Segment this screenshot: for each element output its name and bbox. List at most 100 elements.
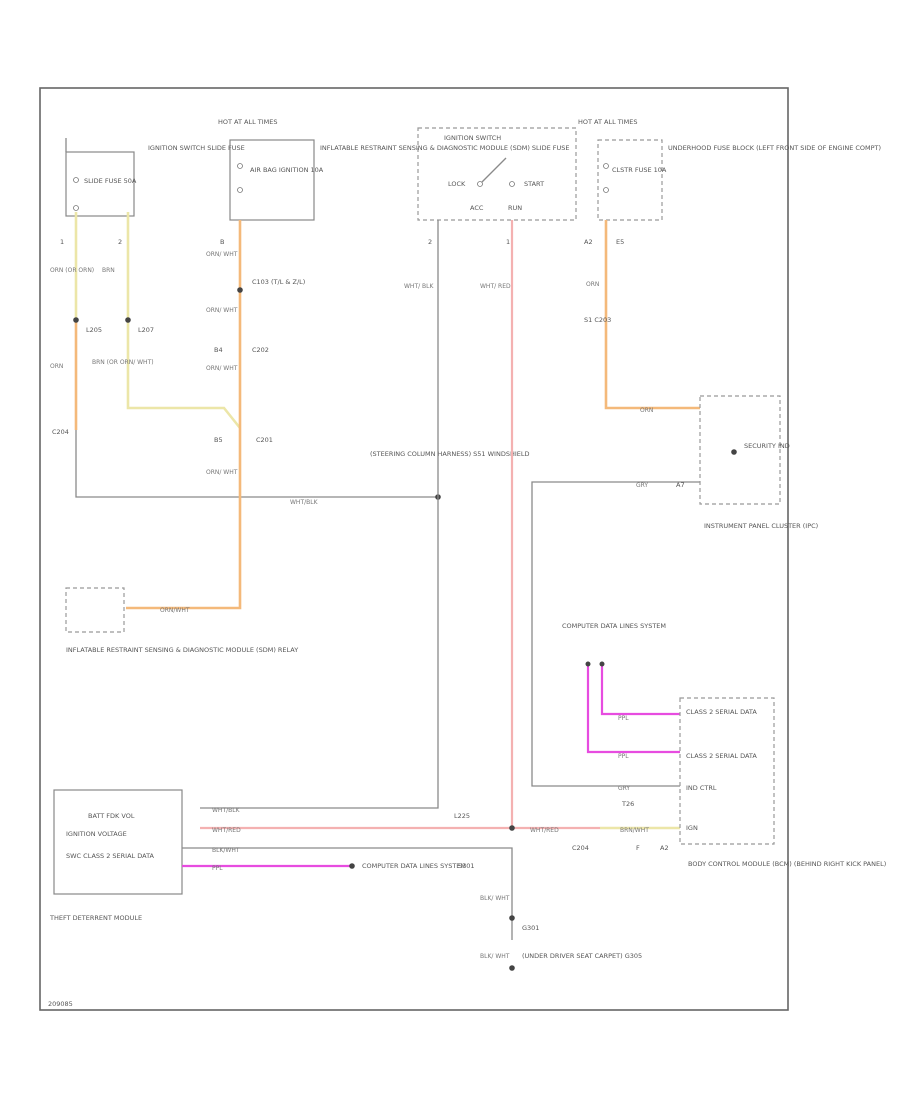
pin-number: 2 <box>428 238 432 246</box>
pin-number: T26 <box>621 800 634 808</box>
lock-label: LOCK <box>448 180 466 188</box>
switch-pin <box>509 181 515 187</box>
sdm-relay-label: INFLATABLE RESTRAINT SENSING & DIAGNOSTI… <box>66 646 298 654</box>
wire-ppl-1 <box>600 664 680 716</box>
bcm-ind-ctrl: IND CTRL <box>686 784 717 792</box>
start-label: START <box>524 180 544 188</box>
switch-pin <box>477 181 483 187</box>
slide-fuse-box <box>65 151 135 217</box>
ignition-switch-fuse-label: IGNITION SWITCH SLIDE FUSE <box>148 144 245 152</box>
switch-contact <box>481 157 507 183</box>
ipc-security-label: SECURITY IND <box>744 442 790 450</box>
wire-color-label: PPL <box>212 865 223 872</box>
class2-serial-data: SWC CLASS 2 SERIAL DATA <box>66 852 155 860</box>
splice-ign <box>509 825 515 831</box>
wire-orn-ipc <box>604 220 700 410</box>
connector-label: C103 (T/L & Z/L) <box>252 278 305 286</box>
pin-number: B5 <box>214 436 223 444</box>
hot-at-all-times-label-2: HOT AT ALL TIMES <box>578 118 638 126</box>
computer-data-lines-bottom: COMPUTER DATA LINES SYSTEM <box>362 862 466 870</box>
pin-number: 1 <box>60 238 64 246</box>
wire-color-label: BLK/ WHT <box>480 953 510 960</box>
theft-deterrent-module-label: THEFT DETERRENT MODULE <box>49 914 142 922</box>
batt-fdk-vol: BATT FDK VOL <box>88 812 135 820</box>
ignition-switch-box <box>417 127 577 221</box>
wire-wht-red <box>200 220 514 830</box>
pin-number: A2 <box>660 844 669 852</box>
wire-orn-wht <box>126 220 242 610</box>
computer-data-lines-label: COMPUTER DATA LINES SYSTEM <box>562 622 666 630</box>
data-line-node <box>585 661 591 667</box>
slide-fuse-label: SLIDE FUSE 50A <box>84 177 137 185</box>
pin-number: F <box>636 844 640 852</box>
wire-color-label: ORN/ WHT <box>206 307 238 314</box>
wire-color-label: BRN (OR ORN/ WHT) <box>92 359 154 366</box>
data-line-node <box>349 863 355 869</box>
data-line-node <box>599 661 605 667</box>
wire-color-label: ORN (OR ORN) <box>50 267 94 274</box>
connector-label: S1 C203 <box>584 316 611 324</box>
fuse-pin <box>237 163 243 169</box>
wire-wht-blk-center <box>200 220 439 809</box>
wire-color-label: WHT/ BLK <box>404 283 434 290</box>
theft-deterrent-module-box <box>53 789 183 895</box>
wire-color-label: ORN/ WHT <box>206 251 238 258</box>
bcm-ign: IGN <box>686 824 698 832</box>
acc-label: ACC <box>470 204 484 212</box>
connector-label: C204 <box>572 844 589 852</box>
ignition-voltage: IGNITION VOLTAGE <box>66 830 127 838</box>
connector-label: C204 <box>52 428 69 436</box>
steering-column-label: (STEERING COLUMN HARNESS) S51 WINDSHIELD <box>370 450 530 458</box>
ipc-label: INSTRUMENT PANEL CLUSTER (IPC) <box>704 522 818 530</box>
wire-color-label: ORN <box>50 363 63 370</box>
connector-label: C201 <box>256 436 273 444</box>
wire-color-label: GRY <box>636 482 648 489</box>
splice-l207 <box>125 317 131 323</box>
wire-ppl-2 <box>586 664 680 754</box>
connector-label: L205 <box>86 326 102 334</box>
bcm-class2-a: CLASS 2 SERIAL DATA <box>686 708 757 716</box>
hot-at-all-times-label: HOT AT ALL TIMES <box>218 118 278 126</box>
wire-color-label: ORN/WHT <box>160 607 190 614</box>
pin-number: B <box>220 238 224 246</box>
wire-color-label: WHT/BLK <box>212 807 241 814</box>
wire-color-label: ORN <box>640 407 653 414</box>
fuse-pin <box>603 163 609 169</box>
ground-g301: G301 <box>522 924 539 932</box>
wire-color-label: PPL <box>618 753 629 760</box>
pin-number: E5 <box>616 238 624 246</box>
ipc-box <box>699 395 781 505</box>
wire-color-label: WHT/BLK <box>290 499 319 506</box>
connector-label: L207 <box>138 326 154 334</box>
connector-label: C202 <box>252 346 269 354</box>
pin-number: A2 <box>584 238 593 246</box>
airbag-fuse-box <box>229 139 315 221</box>
wire-blk-wht-ground <box>182 847 513 940</box>
wire-color-label: ORN/ WHT <box>206 365 238 372</box>
wire-color-label: WHT/RED <box>212 827 241 834</box>
splice-l205 <box>73 317 79 323</box>
bcm-box <box>679 697 775 845</box>
bcm-label: BODY CONTROL MODULE (BCM) (BEHIND RIGHT … <box>688 860 886 868</box>
clstr-fuse-box <box>597 139 663 221</box>
bcm-class2-b: CLASS 2 SERIAL DATA <box>686 752 757 760</box>
splice-s30 <box>237 287 243 293</box>
security-indicator <box>731 449 737 455</box>
wire-brn <box>126 212 242 429</box>
connector-label: S301 <box>458 862 475 870</box>
wire-color-label: BRN/WHT <box>620 827 649 834</box>
fuse-pin <box>603 187 609 193</box>
wire-color-label: GRY <box>618 785 630 792</box>
wire-gry <box>531 481 700 787</box>
pin-number: 1 <box>506 238 510 246</box>
clstr-fuse-label: CLSTR FUSE 10A <box>612 166 667 174</box>
pin-number: 2 <box>118 238 122 246</box>
ground-desc: (UNDER DRIVER SEAT CARPET) G305 <box>522 952 642 960</box>
airbag-fuse-label: AIR BAG IGNITION 10A <box>250 166 324 174</box>
wire-color-label: BLK/ WHT <box>480 895 510 902</box>
ground-splice <box>509 915 515 921</box>
wire-color-label: PPL <box>618 715 629 722</box>
wire-color-label: BLK/WHT <box>212 847 240 854</box>
connector-label: L225 <box>454 812 470 820</box>
